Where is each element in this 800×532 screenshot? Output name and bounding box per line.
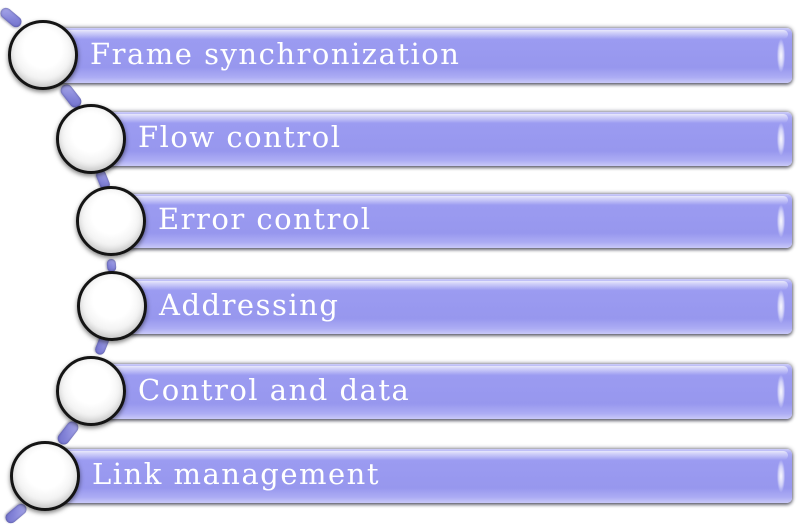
bar-label: Error control (158, 202, 372, 236)
bar-label: Addressing (159, 287, 340, 322)
bullet-sphere-icon (56, 104, 126, 174)
list-item-bar: Error control (111, 194, 792, 248)
bar-label: Link management (92, 457, 380, 491)
bar-label: Frame synchronization (90, 36, 461, 71)
bullet-sphere-icon (8, 20, 78, 90)
list-item-bar: Control and data (91, 364, 792, 419)
list-item-bar: Frame synchronization (43, 28, 792, 83)
bullet-sphere-icon (10, 441, 80, 511)
bullet-sphere-icon (76, 186, 146, 256)
list-item-bar: Link management (45, 449, 792, 503)
connector-dash (0, 5, 24, 30)
bullet-sphere-icon (77, 271, 147, 341)
bar-label: Control and data (138, 372, 411, 407)
list-item-bar: Flow control (91, 112, 792, 166)
list-item-bar: Addressing (112, 279, 792, 334)
bullet-sphere-icon (56, 356, 126, 426)
bar-label: Flow control (138, 120, 342, 154)
